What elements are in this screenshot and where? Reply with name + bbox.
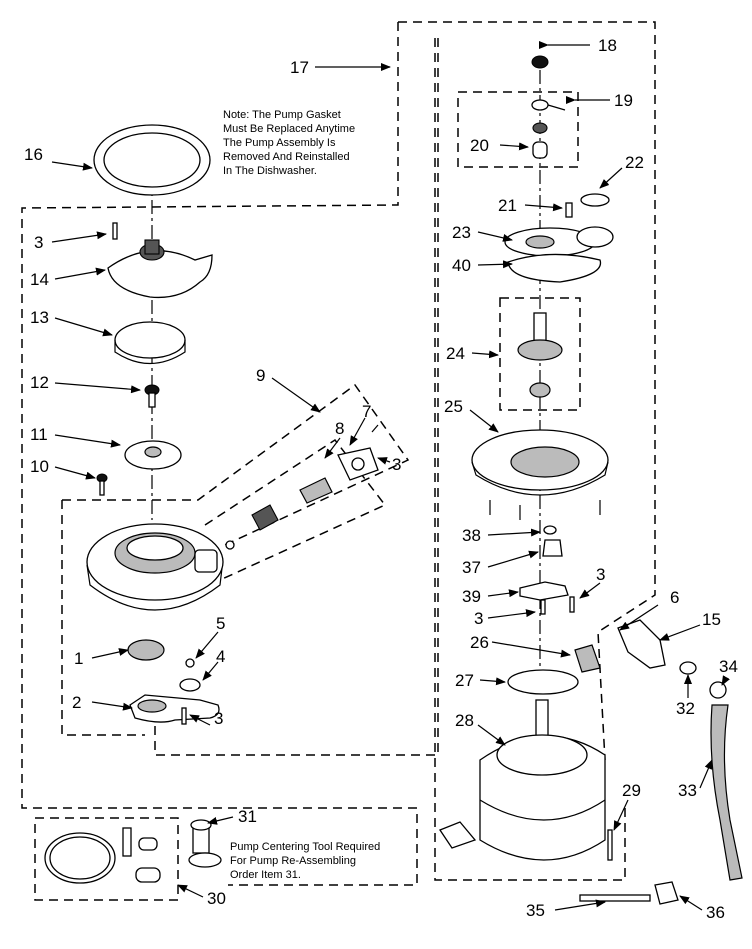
callout-28: 28 <box>455 711 474 730</box>
screw-12 <box>144 384 160 408</box>
callout-17: 17 <box>290 58 309 77</box>
screw-10 <box>96 473 108 496</box>
tool-note-line: Order Item 31. <box>230 869 301 881</box>
o-rings <box>179 658 201 692</box>
callout-13: 13 <box>30 308 49 327</box>
callout-18: 18 <box>598 36 617 55</box>
callout-21: 21 <box>498 196 517 215</box>
callout-numbers: 17 16 3 14 13 12 11 10 9 8 7 3 5 4 1 2 3… <box>24 36 738 922</box>
impeller <box>124 440 182 470</box>
callout-24: 24 <box>446 344 465 363</box>
filter-screen <box>127 639 165 661</box>
callout-36: 36 <box>706 903 725 922</box>
note-line: Note: The Pump Gasket <box>223 109 341 121</box>
callout-35: 35 <box>526 901 545 920</box>
note-line: The Pump Assembly Is <box>223 137 336 149</box>
callout-14: 14 <box>30 270 49 289</box>
pump-base <box>129 694 220 723</box>
callout-26: 26 <box>470 633 489 652</box>
screws-3 <box>112 222 575 725</box>
callout-10: 10 <box>30 457 49 476</box>
callout-33: 33 <box>678 781 697 800</box>
callout-2: 2 <box>72 693 81 712</box>
callout-12: 12 <box>30 373 49 392</box>
callout-6: 6 <box>670 588 679 607</box>
callout-19: 19 <box>614 91 633 110</box>
pump-housing <box>86 523 224 611</box>
callout-34: 34 <box>719 657 738 676</box>
callout-8: 8 <box>335 419 344 438</box>
callout-32: 32 <box>676 699 695 718</box>
callout-5: 5 <box>216 614 225 633</box>
callout-38: 38 <box>462 526 481 545</box>
callout-3: 3 <box>596 565 605 584</box>
pump-gasket-note: Note: The Pump Gasket Must Be Replaced A… <box>223 109 355 177</box>
callout-27: 27 <box>455 671 474 690</box>
callout-30: 30 <box>207 889 226 908</box>
tool-note-line: Pump Centering Tool Required <box>230 841 380 853</box>
callout-16: 16 <box>24 145 43 164</box>
callout-3: 3 <box>214 709 223 728</box>
callout-20: 20 <box>470 136 489 155</box>
note-line: In The Dishwasher. <box>223 165 317 177</box>
impeller-guard-plate <box>107 239 213 299</box>
callout-11: 11 <box>30 425 48 444</box>
pump-gasket-ring <box>93 124 211 196</box>
note-line: Removed And Reinstalled <box>223 151 350 163</box>
callout-3: 3 <box>474 609 483 628</box>
callout-9: 9 <box>256 366 265 385</box>
callout-3: 3 <box>34 233 43 252</box>
callout-arrows <box>51 41 730 911</box>
seal-ring <box>114 321 186 364</box>
callout-31: 31 <box>238 807 257 826</box>
callout-39: 39 <box>462 587 481 606</box>
callout-7: 7 <box>362 402 371 421</box>
callout-37: 37 <box>462 558 481 577</box>
callout-22: 22 <box>625 153 644 172</box>
gasket-kit-items <box>44 827 161 884</box>
check-valve-parts <box>225 424 379 550</box>
callout-3: 3 <box>392 455 401 474</box>
callout-15: 15 <box>702 610 721 629</box>
motor-column-parts <box>439 55 743 905</box>
callout-23: 23 <box>452 223 471 242</box>
centering-tool-note: Pump Centering Tool Required For Pump Re… <box>230 841 380 881</box>
callout-29: 29 <box>622 781 641 800</box>
callout-4: 4 <box>216 647 225 666</box>
assembly-boundary-lines <box>21 21 656 901</box>
tool-note-line: For Pump Re-Assembling <box>230 855 356 867</box>
pump-centering-tool <box>188 819 222 868</box>
callout-25: 25 <box>444 397 463 416</box>
note-line: Must Be Replaced Anytime <box>223 123 355 135</box>
callout-1: 1 <box>74 649 83 668</box>
callout-40: 40 <box>452 256 471 275</box>
